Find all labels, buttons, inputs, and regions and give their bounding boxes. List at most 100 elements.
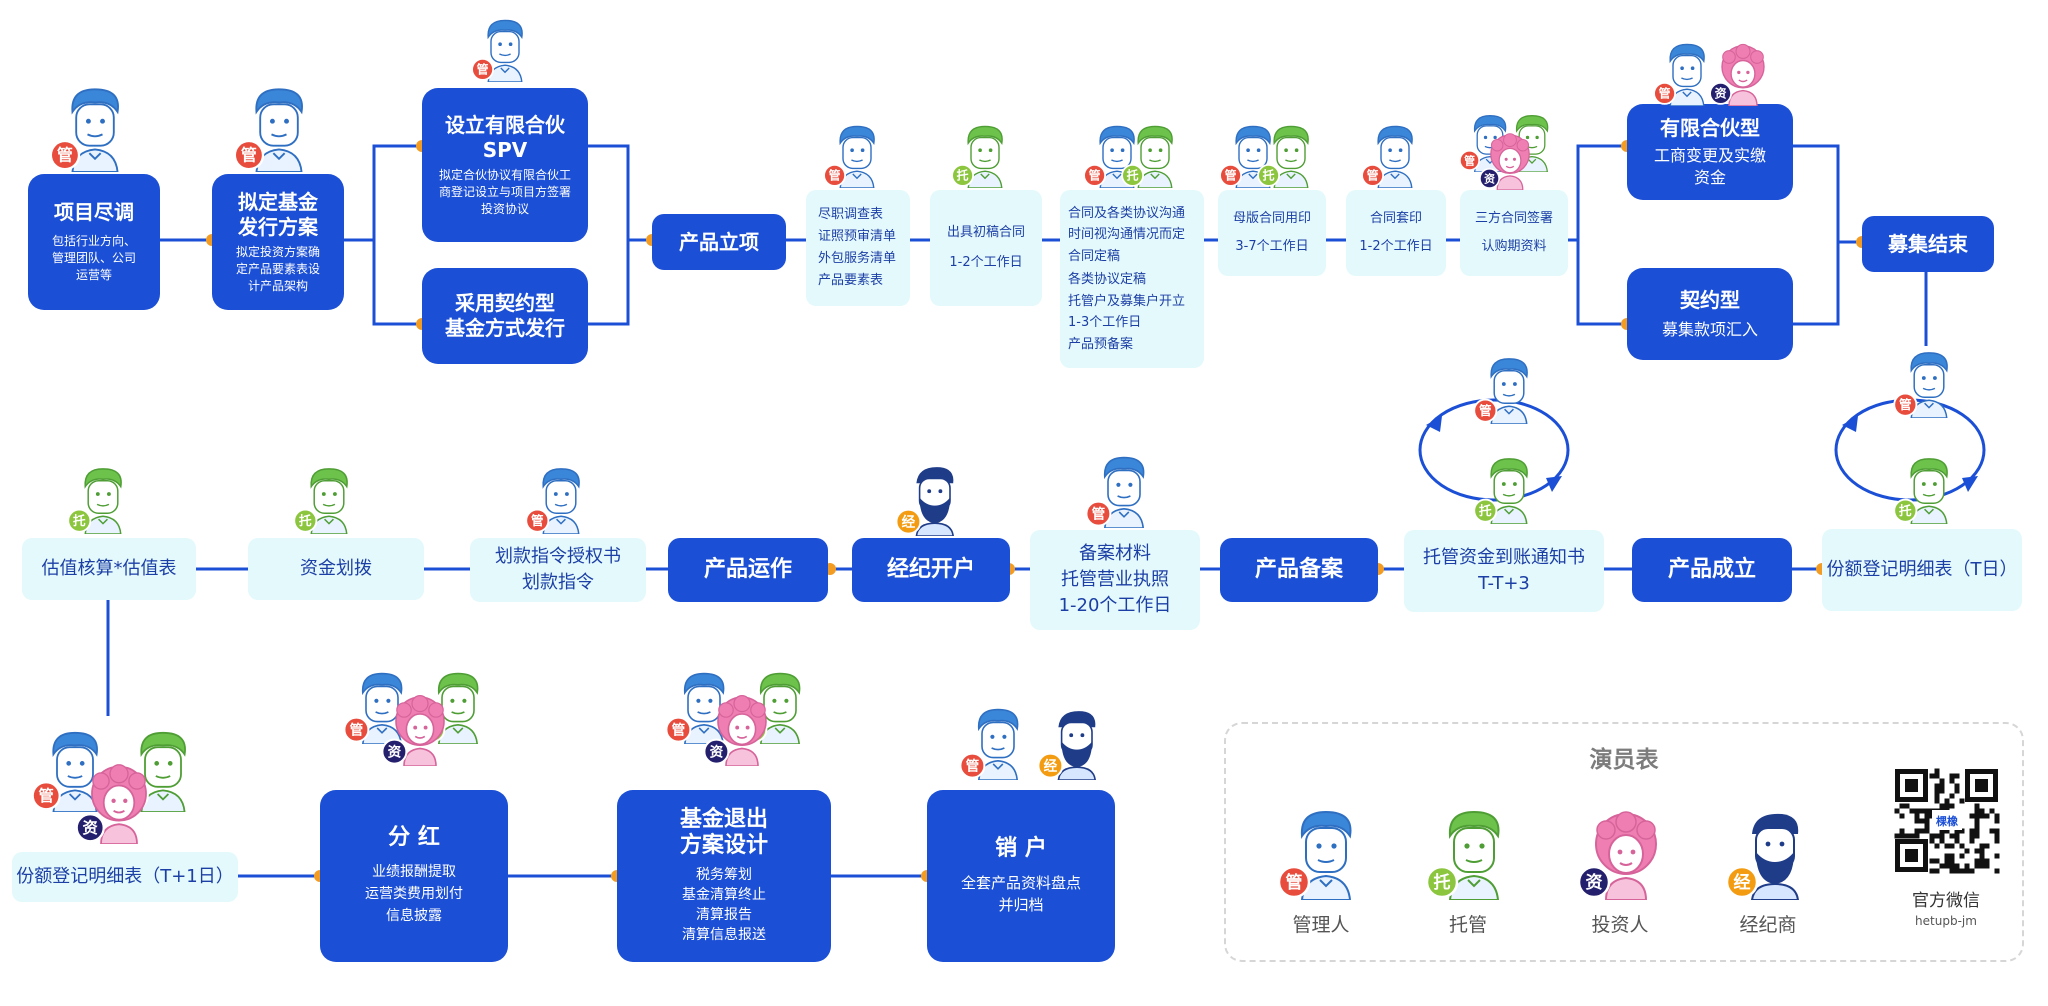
node-brokerage-account: 经纪开户 [852, 538, 1010, 602]
svg-text:资: 资 [388, 743, 402, 760]
broker-avatar-icon: 经 [1037, 711, 1097, 780]
custodian-avatar-icon: 托 [1257, 125, 1309, 188]
broker-avatar-icon: 经 [1725, 813, 1800, 900]
svg-text:管: 管 [1089, 169, 1101, 183]
manager-avatar-icon: 管 [1085, 456, 1145, 528]
node-dividend: 分 红 业绩报酬提取 运营类费用划付 信息披露 [320, 790, 508, 962]
svg-text:托: 托 [1434, 872, 1451, 893]
node-fund-transfer: 资金划拨 [248, 538, 424, 600]
wechat-qr-code[interactable]: 棵橡 [1894, 768, 2000, 874]
investor-avatar-icon: 资 [1709, 43, 1765, 106]
node-transfer-instruction: 划款指令授权书 划款指令 [470, 538, 646, 602]
svg-text:管: 管 [1367, 169, 1379, 183]
svg-text:资: 资 [83, 819, 99, 837]
custodian-avatar-icon: 托 [1121, 125, 1173, 188]
node-share-reg-t: 份额登记明细表（T日） [1822, 529, 2022, 611]
custodian-avatar-icon: 托 [1473, 458, 1528, 524]
svg-text:管: 管 [1225, 169, 1237, 183]
node-contract-negotiation: 合同及各类协议沟通 时间视沟通情况而定 合同定稿 各类协议定稿 托管户及募集户开… [1060, 190, 1204, 368]
svg-text:管: 管 [57, 146, 73, 165]
node-raise-end: 募集结束 [1862, 216, 1994, 272]
node-product-operation: 产品运作 [668, 538, 828, 602]
connector [372, 240, 422, 326]
node-deregistration: 销 户 全套产品资料盘点 并归档 [927, 790, 1115, 962]
svg-text:管: 管 [39, 787, 54, 805]
manager-avatar-icon: 管 [823, 125, 875, 188]
svg-text:资: 资 [710, 743, 724, 760]
manager-avatar-icon: 管 [1277, 810, 1352, 900]
svg-text:管: 管 [477, 63, 489, 77]
investor-avatar-icon: 资 [1577, 811, 1657, 900]
custodian-avatar-icon: 托 [951, 125, 1003, 188]
svg-text:托: 托 [299, 513, 312, 528]
svg-text:管: 管 [350, 721, 364, 738]
wechat-label: 官方微信 [1912, 891, 1980, 911]
node-product-filing: 产品备案 [1220, 538, 1378, 602]
svg-text:管: 管 [1659, 87, 1671, 101]
node-product-established: 产品成立 [1632, 538, 1792, 602]
svg-text:管: 管 [672, 721, 686, 738]
node-due-diligence: 项目尽调 包括行业方向、 管理团队、公司 运营等 [28, 174, 160, 310]
node-valuation: 估值核算*估值表 [22, 538, 196, 600]
investor-avatar-icon: 资 [75, 764, 147, 844]
custodian-avatar-icon: 托 [293, 468, 348, 534]
node-contract-seal: 合同套印 1-2个工作日 [1346, 190, 1446, 276]
svg-text:资: 资 [1586, 872, 1603, 893]
node-share-reg-t1: 份额登记明细表（T+1日） [12, 852, 238, 902]
investor-avatar-icon: 资 [703, 695, 767, 766]
custodian-avatar-icon: 托 [67, 468, 122, 534]
node-draft-contract: 出具初稿合同 1-2个工作日 [930, 190, 1042, 306]
connector [585, 144, 652, 242]
svg-text:托: 托 [1263, 169, 1275, 183]
svg-text:管: 管 [1899, 397, 1912, 412]
node-contract-issue: 采用契约型 基金方式发行 [422, 268, 588, 364]
loop-arrow [1418, 398, 1570, 502]
connector [1576, 240, 1627, 326]
cast-legend: 演员表 管理人 托管 投资人 经纪商 棵橡 官方微信 hetupb-jm 管 [1224, 722, 2024, 962]
cast-title: 演员表 [1589, 747, 1659, 773]
node-custody-notice: 托管资金到账通知书 T-T+3 [1404, 530, 1604, 612]
node-tripartite-sign: 三方合同签署 认购期资料 [1460, 190, 1568, 276]
svg-text:管: 管 [1479, 403, 1492, 418]
broker-avatar-icon: 经 [895, 467, 955, 536]
manager-avatar-icon: 管 [959, 708, 1019, 780]
node-contract-type: 契约型 募集款项汇入 [1627, 268, 1793, 360]
manager-avatar-icon: 管 [1361, 125, 1413, 188]
investor-avatar-icon: 资 [1479, 133, 1530, 190]
manager-avatar-icon: 管 [1653, 43, 1705, 106]
svg-text:管: 管 [1464, 153, 1475, 167]
svg-text:管: 管 [1286, 872, 1303, 893]
svg-text:托: 托 [1127, 169, 1139, 183]
manager-avatar-icon: 管 [525, 468, 580, 534]
manager-avatar-icon: 管 [1473, 358, 1528, 424]
manager-avatar-icon: 管 [665, 672, 725, 744]
connector [1790, 242, 1840, 326]
svg-text:经: 经 [902, 513, 916, 530]
connector [1790, 144, 1862, 244]
cast-label-manager: 管理人 [1292, 914, 1350, 936]
connector [340, 144, 422, 242]
svg-text:托: 托 [1479, 503, 1492, 518]
svg-text:资: 资 [1715, 87, 1727, 101]
node-issuance-plan: 拟定基金 发行方案 拟定投资方案确 定产品要素表设 计产品架构 [212, 174, 344, 310]
node-dd-list: 尽职调查表 证照预审清单 外包服务清单 产品要素表 [806, 190, 910, 306]
svg-text:托: 托 [1899, 503, 1912, 518]
svg-text:管: 管 [966, 757, 980, 774]
svg-text:经: 经 [1044, 757, 1058, 774]
wechat-id: hetupb-jm [1915, 914, 1977, 928]
node-filing-materials: 备案材料 托管营业执照 1-20个工作日 [1030, 530, 1200, 630]
node-exit-plan: 基金退出 方案设计 税务筹划 基金清算终止 清算报告 清算信息报送 [617, 790, 831, 962]
svg-text:管: 管 [829, 169, 841, 183]
node-spv: 设立有限合伙 SPV 拟定合伙协议有限合伙工 商登记设立与项目方签署 投资协议 [422, 88, 588, 242]
cast-label-investor: 投资人 [1591, 914, 1649, 936]
node-master-print: 母版合同用印 3-7个工作日 [1218, 190, 1326, 276]
qr-logo: 棵橡 [1936, 814, 1958, 828]
custodian-avatar-icon: 托 [1425, 810, 1500, 900]
manager-avatar-icon: 管 [233, 88, 303, 172]
manager-avatar-icon: 管 [343, 672, 403, 744]
cast-label-broker: 经纪商 [1739, 914, 1797, 936]
manager-avatar-icon: 管 [49, 88, 119, 172]
node-lp-type: 有限合伙型 工商变更及实缴 资金 [1627, 104, 1793, 200]
investor-avatar-icon: 资 [381, 695, 445, 766]
